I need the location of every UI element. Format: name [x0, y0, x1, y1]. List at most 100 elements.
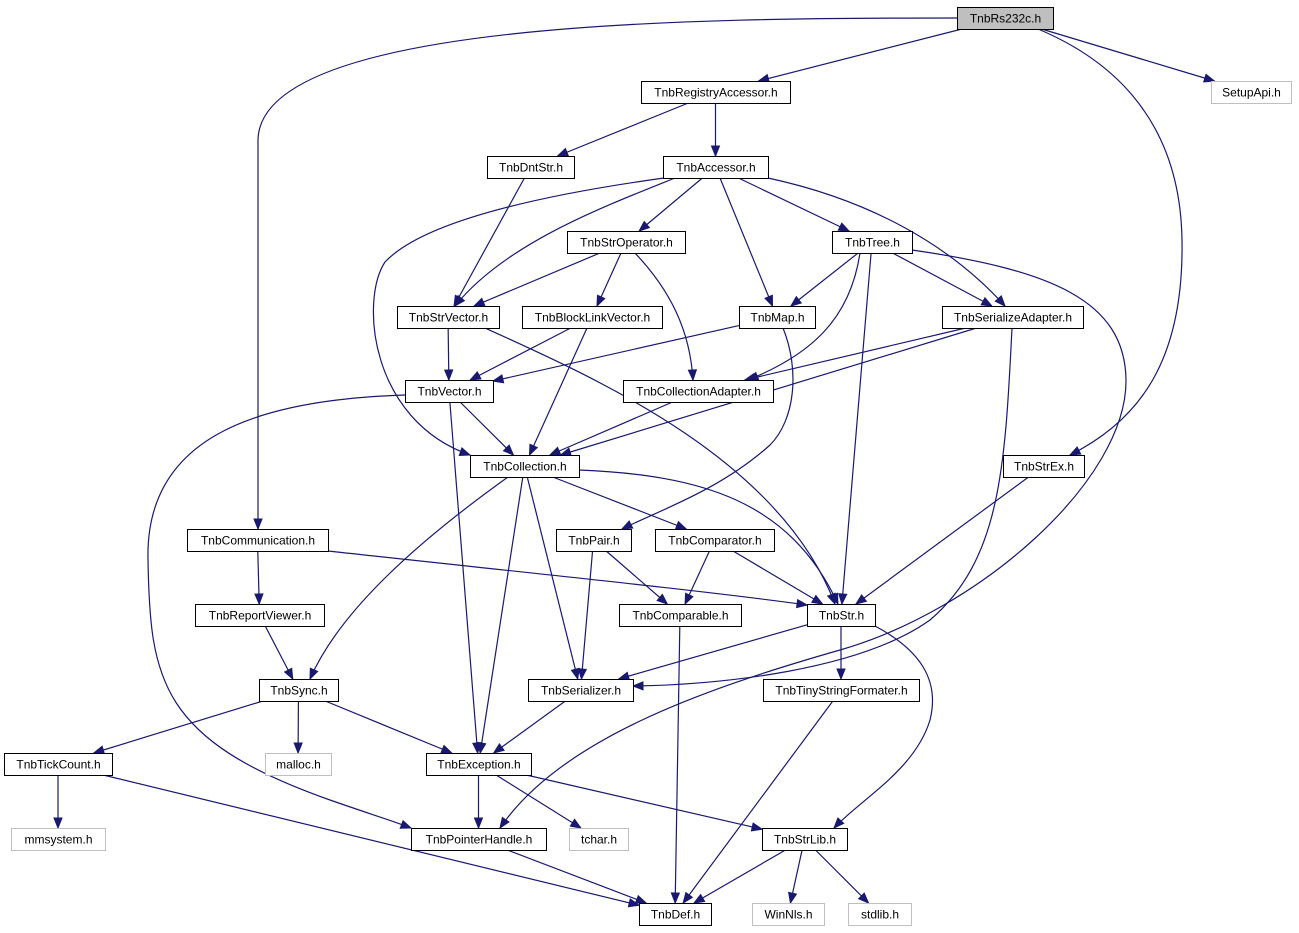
node-box[interactable]	[187, 529, 329, 552]
node-seradapter[interactable]: TnbSerializeAdapter.h	[942, 306, 1084, 329]
edge-line	[841, 252, 872, 605]
node-comparator[interactable]: TnbComparator.h	[655, 529, 775, 552]
node-malloc[interactable]: malloc.h	[265, 753, 332, 776]
node-pair[interactable]: TnbPair.h	[556, 529, 632, 552]
node-box[interactable]	[942, 306, 1084, 329]
node-box[interactable]	[411, 828, 547, 851]
node-label: TnbTickCount.h	[16, 758, 100, 772]
edge-accessor-to-stroperator	[638, 177, 703, 232]
node-strlib[interactable]: TnbStrLib.h	[762, 828, 848, 851]
arrow-head-icon	[837, 222, 851, 232]
node-tickcount[interactable]: TnbTickCount.h	[4, 753, 113, 776]
edge-rs232c-to-communication	[253, 17, 958, 531]
node-label: TnbStr.h	[819, 609, 864, 623]
node-box[interactable]	[848, 903, 912, 926]
edges-layer	[53, 17, 1216, 908]
node-label: TnbTree.h	[845, 236, 900, 250]
node-box[interactable]	[752, 903, 825, 926]
node-dntstr[interactable]: TnbDntStr.h	[487, 156, 575, 179]
node-box[interactable]	[655, 529, 775, 552]
node-tree[interactable]: TnbTree.h	[832, 231, 913, 254]
node-coladapter[interactable]: TnbCollectionAdapter.h	[623, 380, 774, 403]
node-regacc[interactable]: TnbRegistryAccessor.h	[641, 81, 791, 104]
edge-line	[767, 177, 1006, 307]
edge-line	[674, 625, 681, 904]
node-box[interactable]	[556, 529, 632, 552]
node-box[interactable]	[4, 753, 113, 776]
node-box[interactable]	[807, 604, 876, 627]
node-box[interactable]	[487, 156, 575, 179]
node-def[interactable]: TnbDef.h	[639, 903, 712, 926]
node-mmsystem[interactable]: mmsystem.h	[11, 828, 106, 851]
edge-map-to-pair	[620, 327, 794, 530]
node-box[interactable]	[762, 828, 848, 851]
node-box[interactable]	[619, 604, 742, 627]
node-box[interactable]	[739, 306, 816, 329]
node-pointerhandle[interactable]: TnbPointerHandle.h	[411, 828, 547, 851]
node-box[interactable]	[639, 903, 712, 926]
arrow-head-icon	[788, 891, 798, 905]
arrow-head-icon	[399, 819, 413, 829]
arrow-head-icon	[253, 518, 263, 531]
node-vector[interactable]: TnbVector.h	[405, 380, 494, 403]
node-sync[interactable]: TnbSync.h	[259, 679, 339, 702]
node-setupapi[interactable]: SetupApi.h	[1211, 81, 1292, 104]
arrow-head-icon	[492, 742, 505, 754]
arrow-head-icon	[627, 898, 641, 908]
node-box[interactable]	[567, 231, 686, 254]
arrow-head-icon	[92, 745, 106, 755]
node-box[interactable]	[265, 753, 332, 776]
node-box[interactable]	[528, 679, 634, 702]
node-box[interactable]	[426, 753, 532, 776]
node-box[interactable]	[1003, 455, 1085, 478]
node-box[interactable]	[957, 7, 1054, 30]
node-label: WinNls.h	[764, 908, 812, 922]
node-box[interactable]	[470, 455, 580, 478]
node-label: TnbCommunication.h	[201, 534, 315, 548]
arrow-head-icon	[469, 370, 482, 381]
node-box[interactable]	[832, 231, 913, 254]
node-box[interactable]	[405, 380, 494, 403]
node-box[interactable]	[663, 156, 769, 179]
node-comparable[interactable]: TnbComparable.h	[619, 604, 742, 627]
node-exception[interactable]: TnbException.h	[426, 753, 532, 776]
edge-strvector-to-vector	[443, 327, 454, 382]
node-tchar[interactable]: tchar.h	[569, 828, 629, 851]
node-stdlib[interactable]: stdlib.h	[848, 903, 912, 926]
node-collection[interactable]: TnbCollection.h	[470, 455, 580, 478]
node-box[interactable]	[11, 828, 106, 851]
node-box[interactable]	[641, 81, 791, 104]
edge-blocklink-to-collection	[528, 327, 588, 457]
node-box[interactable]	[569, 828, 629, 851]
node-winnls[interactable]: WinNls.h	[752, 903, 825, 926]
node-box[interactable]	[763, 679, 920, 702]
node-strex[interactable]: TnbStrEx.h	[1003, 455, 1085, 478]
edge-line	[103, 774, 640, 906]
node-map[interactable]: TnbMap.h	[739, 306, 816, 329]
edge-pointerhandle-to-def	[507, 849, 648, 904]
node-str[interactable]: TnbStr.h	[807, 604, 876, 627]
edge-line	[580, 550, 594, 680]
node-label: SetupApi.h	[1222, 86, 1281, 100]
node-reportviewer[interactable]: TnbReportViewer.h	[195, 604, 325, 627]
node-serializer[interactable]: TnbSerializer.h	[528, 679, 634, 702]
node-rs232c[interactable]: TnbRs232c.h	[957, 7, 1054, 30]
node-tinyfmt[interactable]: TnbTinyStringFormater.h	[763, 679, 920, 702]
node-box[interactable]	[397, 306, 500, 329]
node-stroperator[interactable]: TnbStrOperator.h	[567, 231, 686, 254]
node-blocklink[interactable]: TnbBlockLinkVector.h	[522, 306, 663, 329]
node-label: TnbComparable.h	[632, 609, 728, 623]
edge-strex-to-str	[854, 476, 1029, 605]
node-strvector[interactable]: TnbStrVector.h	[397, 306, 500, 329]
edge-accessor-to-map	[719, 177, 774, 308]
node-box[interactable]	[623, 380, 774, 403]
node-box[interactable]	[259, 679, 339, 702]
node-box[interactable]	[1211, 81, 1292, 104]
edge-line	[327, 550, 808, 606]
arrow-head-icon	[980, 296, 994, 307]
node-label: TnbAccessor.h	[676, 161, 755, 175]
node-communication[interactable]: TnbCommunication.h	[187, 529, 329, 552]
node-box[interactable]	[195, 604, 325, 627]
node-box[interactable]	[522, 306, 663, 329]
node-accessor[interactable]: TnbAccessor.h	[663, 156, 769, 179]
